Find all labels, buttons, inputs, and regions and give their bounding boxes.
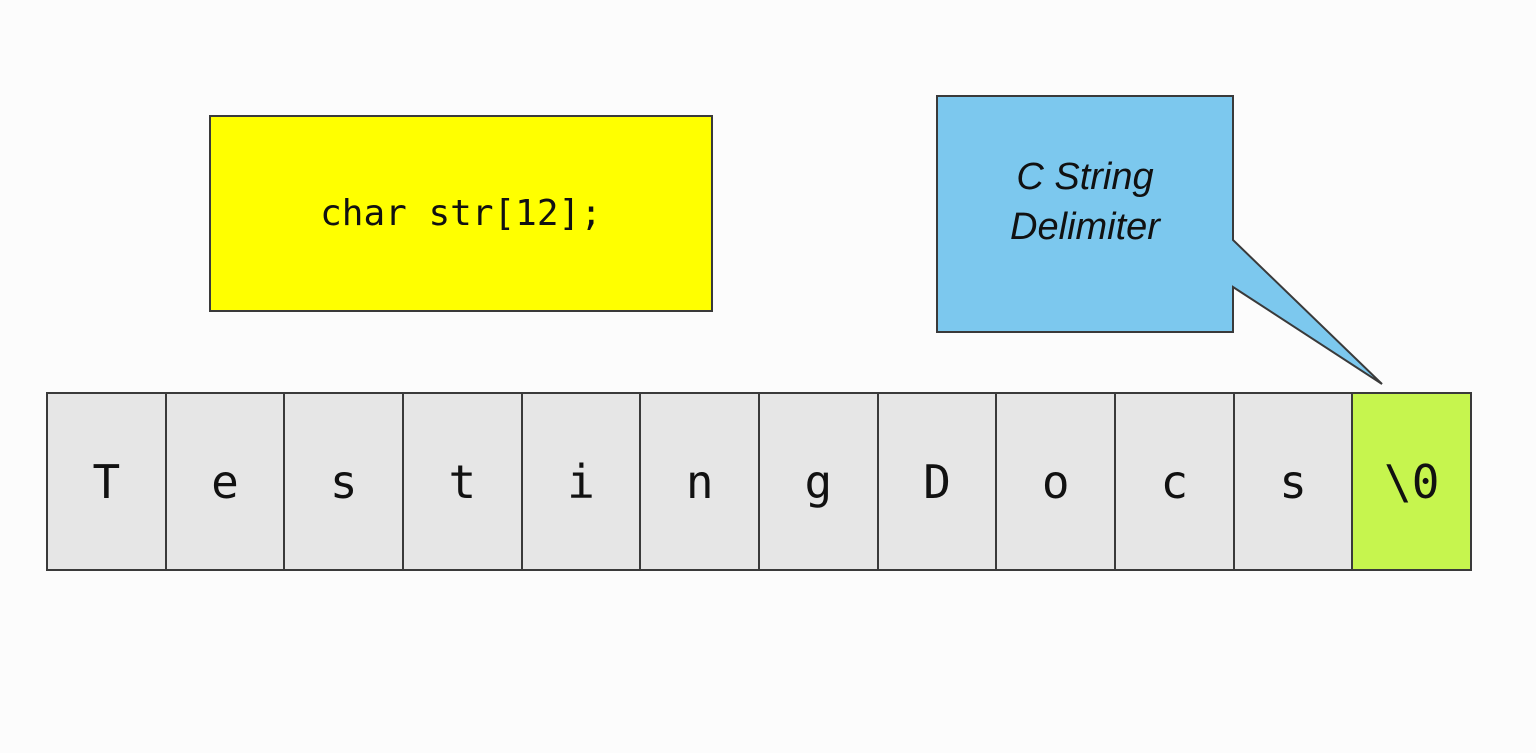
array-cell: c (1114, 392, 1235, 571)
array-cell: n (639, 392, 761, 571)
array-cell: t (402, 392, 523, 571)
callout-line-2: Delimiter (1010, 206, 1160, 248)
callout-label: C String Delimiter (937, 96, 1233, 332)
array-cell: D (876, 392, 998, 571)
declaration-code: char str[12]; (320, 193, 602, 234)
array-cell: o (995, 392, 1117, 571)
char-array: T e s t i n g D o c s \0 (46, 392, 1473, 571)
declaration-box: char str[12]; (209, 115, 713, 312)
array-cell: e (164, 392, 286, 571)
array-cell: i (520, 392, 642, 571)
array-cell: s (283, 392, 405, 571)
null-terminator-cell: \0 (1351, 392, 1473, 571)
array-cell: T (46, 392, 167, 571)
callout-line-1: C String (1016, 156, 1154, 198)
array-cell: s (1232, 392, 1354, 571)
array-cell: g (758, 392, 879, 571)
